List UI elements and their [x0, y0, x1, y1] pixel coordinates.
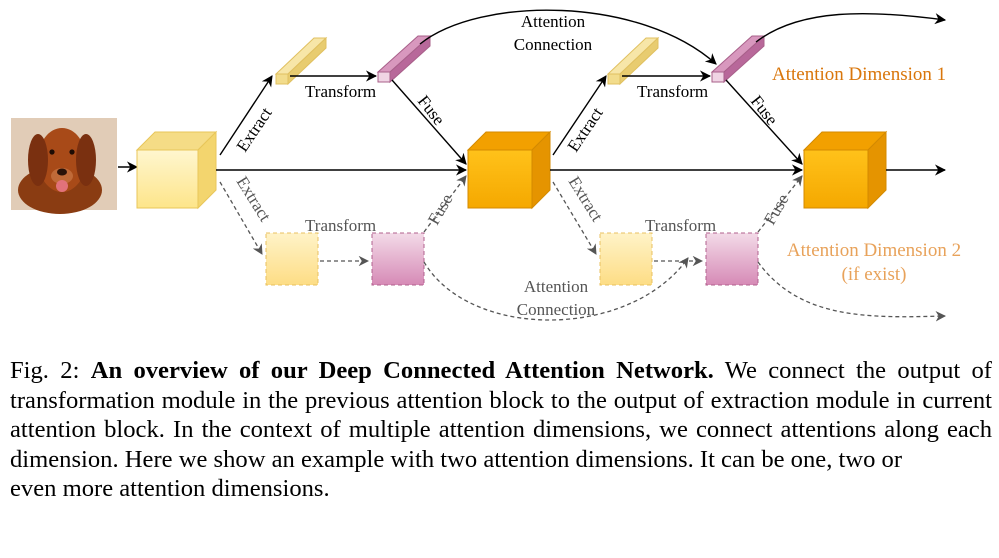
- architecture-diagram: Attention Connection Transform Transform…: [11, 9, 961, 322]
- caption-line-2: connect the output of transformation mod…: [10, 357, 992, 414]
- fuse-label-2: Fuse: [747, 92, 782, 129]
- caption-prefix: Fig. 2:: [10, 357, 80, 384]
- extract-block-4: [599, 232, 653, 286]
- figure-caption: Fig. 2: An overview of our Deep Connecte…: [10, 356, 992, 504]
- attention-connection-out-top: [755, 12, 947, 43]
- extract-arrow-2: [552, 75, 607, 156]
- extract-label-1: Extract: [233, 104, 276, 156]
- extract-block-1: [274, 36, 328, 86]
- caption-line-5: Here we show an example with two attenti…: [124, 445, 903, 473]
- attention-connection-top-label-1: Attention: [521, 12, 586, 31]
- transform-label-2: Transform: [637, 82, 708, 101]
- transform-block-4: [705, 232, 759, 286]
- attention-dimension-2-note: (if exist): [842, 264, 907, 285]
- attention-dimension-1-label: Attention Dimension 1: [772, 64, 946, 85]
- caption-line-4: of multiple attention dimensions, we con…: [10, 416, 992, 473]
- input-feature-cube: [135, 130, 218, 210]
- attention-dimension-2-label: Attention Dimension 2: [787, 240, 961, 261]
- transform-block-1: [376, 34, 432, 84]
- attention-connection-top-label-2: Connection: [514, 35, 593, 54]
- fuse-arrow-4: [757, 175, 803, 233]
- caption-line-6: even more attention dimensions.: [10, 475, 330, 502]
- attention-connection-bottom: [423, 257, 689, 321]
- caption-line-1: We: [724, 357, 757, 384]
- extract-block-2: [606, 36, 660, 86]
- input-image-dog: [11, 118, 117, 214]
- caption-line-3: to the output of extraction module in cu…: [10, 386, 992, 444]
- extract-block-3: [265, 232, 319, 286]
- output-feature-cube-2: [802, 130, 888, 210]
- attention-connection-bottom-label-1: Attention: [524, 277, 589, 296]
- transform-block-3: [371, 232, 425, 286]
- attention-connection-top: [419, 9, 717, 65]
- extract-label-4: Extract: [565, 173, 607, 225]
- fuse-arrow-2: [725, 79, 803, 165]
- caption-title: An overview of our Deep Connected Attent…: [90, 357, 714, 384]
- extract-arrow-1: [219, 75, 273, 156]
- attention-connection-out-bottom: [757, 261, 947, 322]
- fuse-label-3: Fuse: [424, 191, 457, 228]
- transform-label-3: Transform: [305, 216, 376, 235]
- extract-label-3: Extract: [233, 173, 275, 225]
- transform-label-1: Transform: [305, 82, 376, 101]
- fuse-label-4: Fuse: [760, 191, 793, 228]
- transform-block-2: [710, 34, 766, 84]
- output-feature-cube-1: [466, 130, 552, 210]
- fuse-arrow-3: [423, 175, 467, 233]
- transform-label-4: Transform: [645, 216, 716, 235]
- attention-connection-bottom-label-2: Connection: [517, 300, 596, 319]
- fuse-arrow-1: [391, 79, 467, 165]
